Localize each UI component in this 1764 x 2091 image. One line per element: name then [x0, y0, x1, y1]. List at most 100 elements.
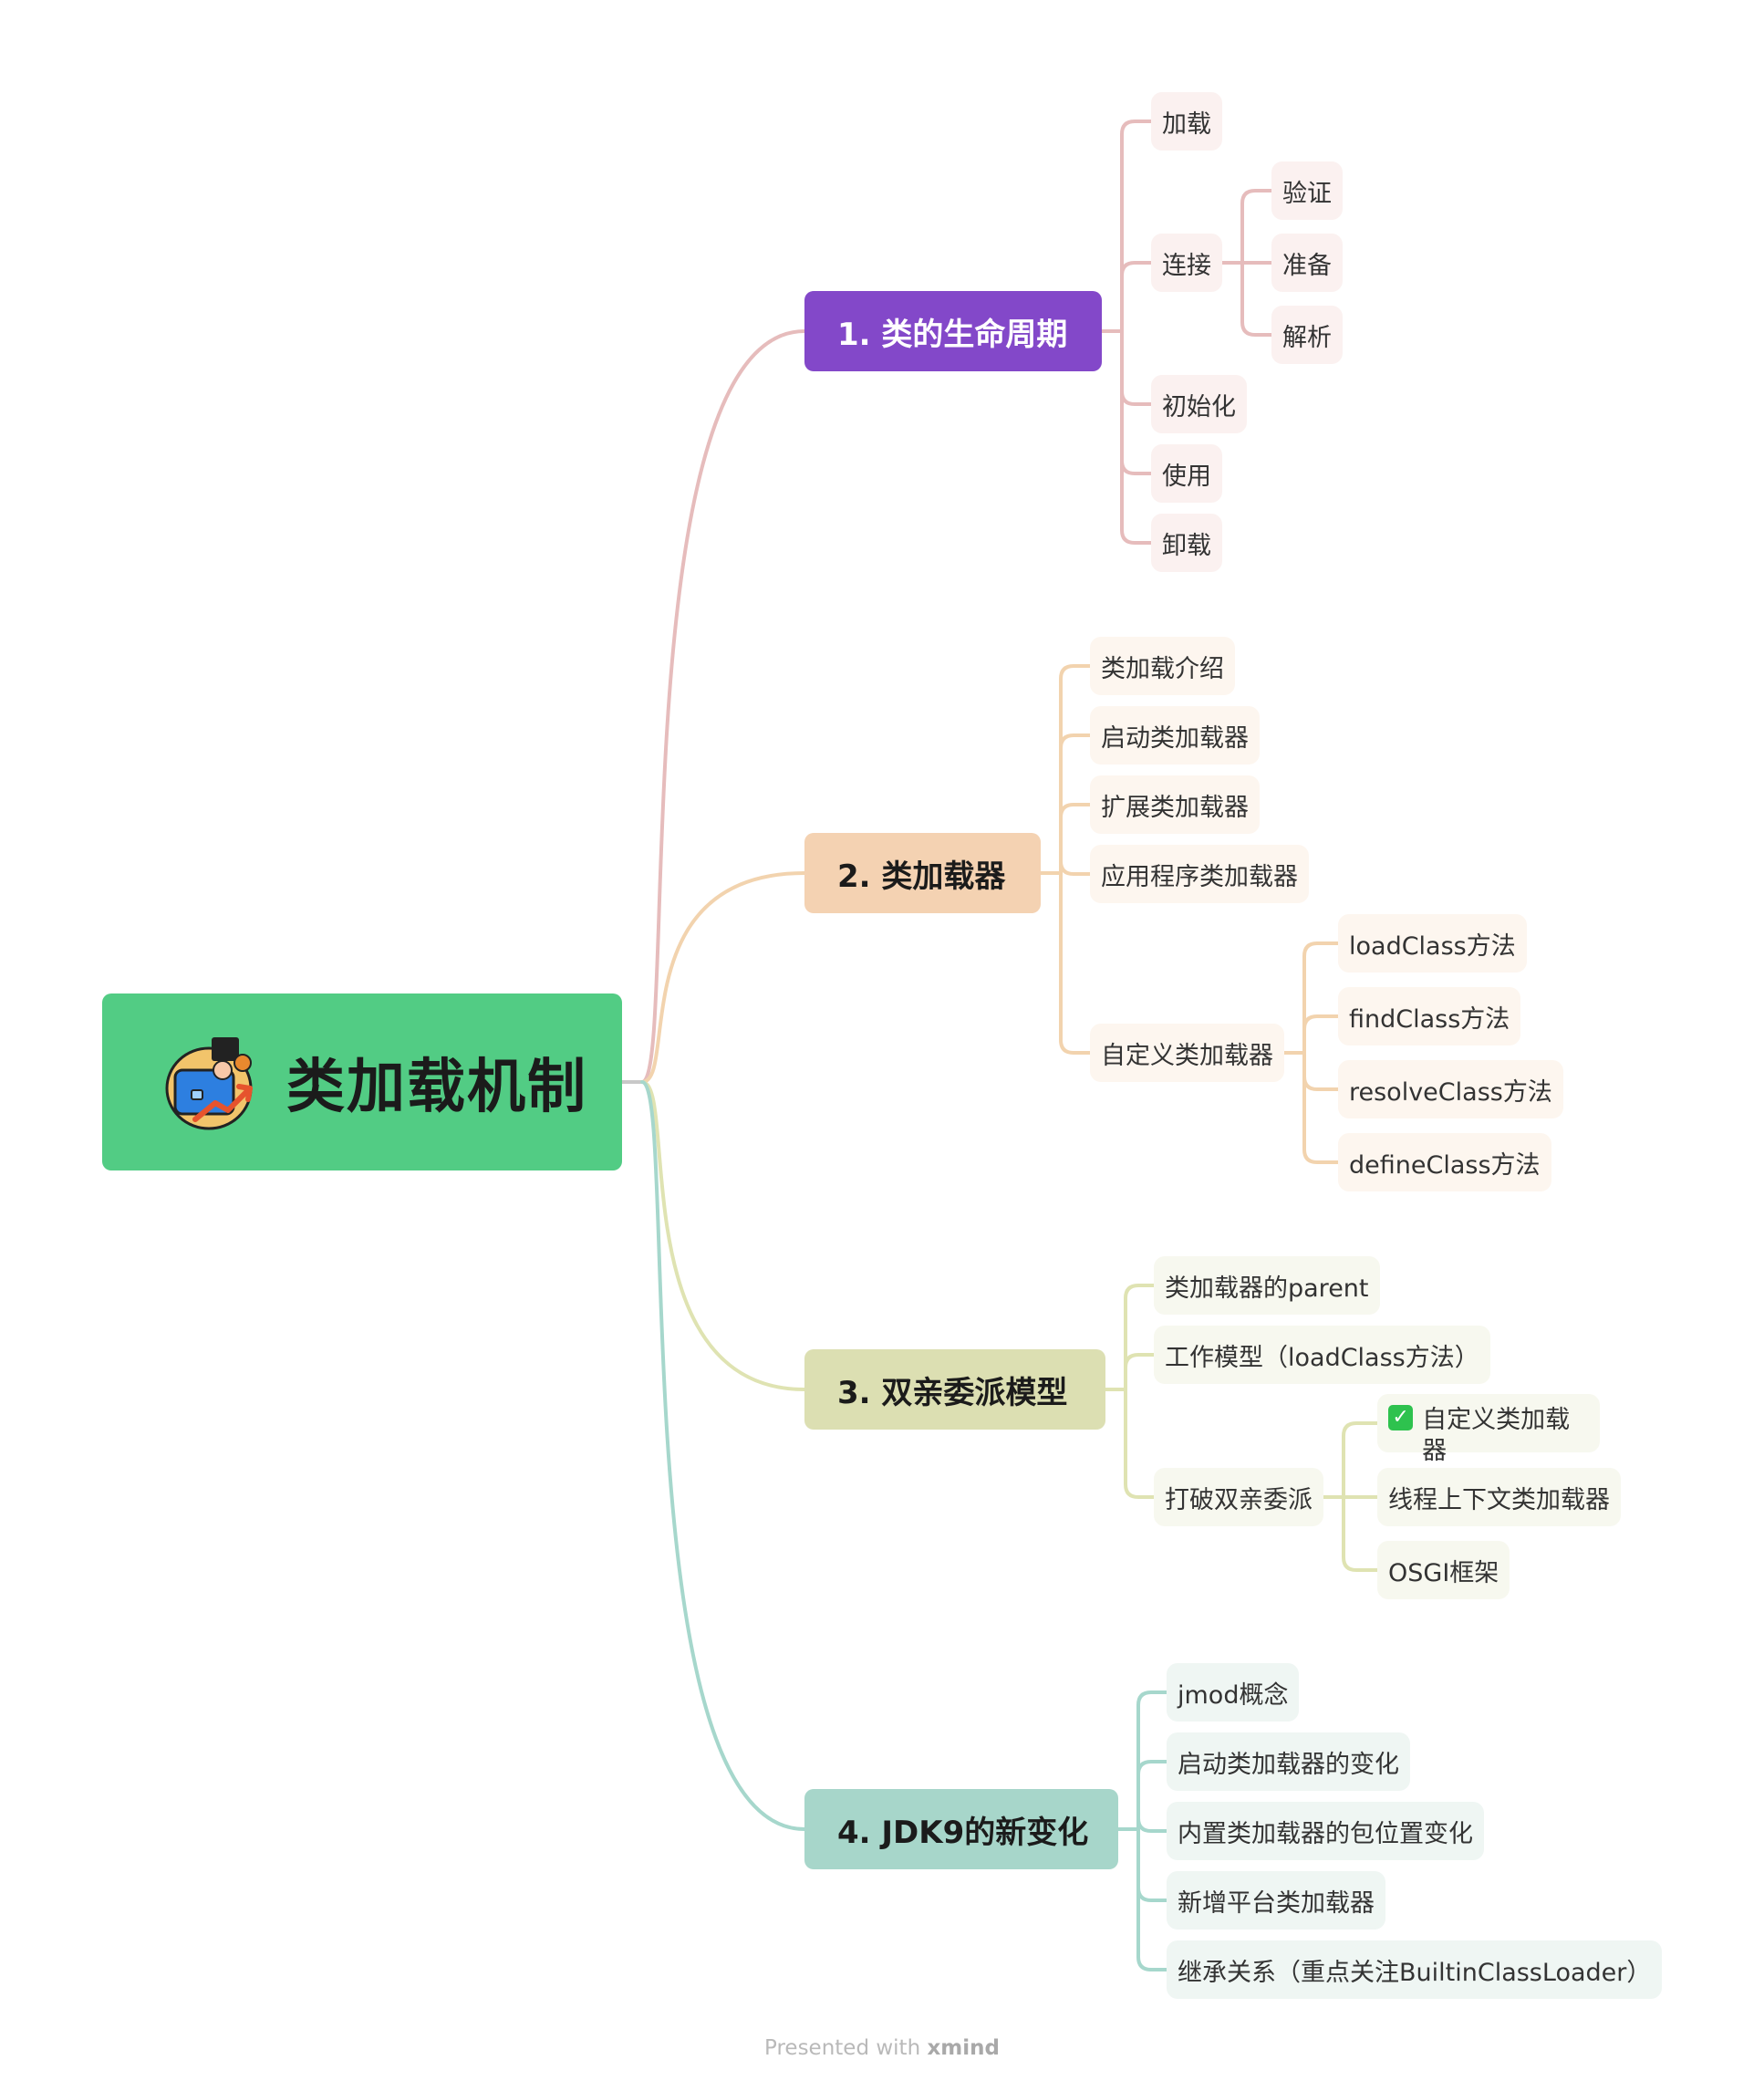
- subtopic-elbow-link: [1302, 1051, 1340, 1091]
- topic-load[interactable]: 加载: [1151, 92, 1222, 151]
- branch-elbow-link: [1059, 860, 1092, 876]
- subtopic-elbow-link: [1342, 1495, 1379, 1572]
- topic-label: 扩展类加载器: [1101, 793, 1249, 822]
- branch-curve: [640, 1080, 806, 1831]
- subtopic-elbow-link: [1240, 189, 1273, 265]
- topic-label: 自定义类加载器: [1101, 1041, 1273, 1070]
- topic-label: 连接: [1162, 251, 1211, 280]
- subtopic-elbow-link: [1240, 261, 1273, 337]
- topic-context-loader[interactable]: 线程上下文类加载器: [1377, 1468, 1621, 1526]
- branch-curve: [640, 871, 806, 1084]
- topic-bootstrap-change[interactable]: 启动类加载器的变化: [1167, 1732, 1410, 1791]
- topic-label: 自定义类加载器: [1422, 1406, 1571, 1465]
- topic-label: 启动类加载器的变化: [1178, 1750, 1399, 1779]
- topic-label: 应用程序类加载器: [1101, 862, 1298, 891]
- topic-jmod[interactable]: jmod概念: [1167, 1663, 1300, 1722]
- topic-label: 继承关系（重点关注BuiltinClassLoader）: [1178, 1958, 1652, 1987]
- topic-label: defineClass方法: [1349, 1150, 1541, 1180]
- branch-elbow-link: [1059, 871, 1092, 1055]
- branch-label: 2. 类加载器: [837, 858, 1006, 895]
- branch-elbow-link: [1124, 1388, 1156, 1499]
- topic-use[interactable]: 使用: [1151, 444, 1222, 503]
- branch-elbow-link: [1059, 664, 1092, 875]
- topic-break-delegation[interactable]: 打破双亲委派: [1154, 1468, 1323, 1526]
- topic-label: jmod概念: [1178, 1680, 1289, 1710]
- topic-osgi[interactable]: OSGI框架: [1377, 1541, 1510, 1599]
- topic-unload[interactable]: 卸载: [1151, 514, 1222, 572]
- topic-package-location-change[interactable]: 内置类加载器的包位置变化: [1167, 1802, 1484, 1860]
- topic-label: 验证: [1282, 179, 1332, 208]
- topic-work-model[interactable]: 工作模型（loadClass方法）: [1154, 1326, 1490, 1384]
- topic-label: 类加载介绍: [1101, 654, 1224, 683]
- branch-elbow-link: [1136, 1690, 1168, 1831]
- branch-jdk9-changes[interactable]: 4. JDK9的新变化: [804, 1789, 1118, 1869]
- topic-label: OSGI框架: [1388, 1558, 1499, 1587]
- topic-label: 加载: [1162, 109, 1211, 139]
- central-topic[interactable]: 类加载机制: [102, 993, 622, 1170]
- topic-label: loadClass方法: [1349, 931, 1516, 961]
- topic-label: 工作模型（loadClass方法）: [1165, 1343, 1479, 1372]
- branch-curve: [640, 329, 806, 1084]
- branch-elbow-link: [1120, 329, 1153, 406]
- topic-label: 新增平台类加载器: [1178, 1888, 1375, 1918]
- branch-elbow-link: [1124, 1284, 1156, 1391]
- branch-class-loaders[interactable]: 2. 类加载器: [804, 833, 1041, 913]
- branch-parent-delegation[interactable]: 3. 双亲委派模型: [804, 1349, 1105, 1430]
- topic-loader-parent[interactable]: 类加载器的parent: [1154, 1256, 1380, 1315]
- topic-resolve[interactable]: 解析: [1271, 306, 1343, 364]
- topic-extension-loader[interactable]: 扩展类加载器: [1090, 775, 1260, 834]
- topic-label: 使用: [1162, 462, 1211, 491]
- topic-custom-loader[interactable]: 自定义类加载器: [1090, 1024, 1284, 1082]
- branch-elbow-link: [1059, 803, 1092, 875]
- topic-findclass[interactable]: findClass方法: [1338, 987, 1521, 1046]
- branch-elbow-link: [1136, 1817, 1168, 1833]
- footer-credit: Presented with xmind: [0, 2036, 1764, 2060]
- branch-elbow-link: [1120, 329, 1153, 545]
- topic-label: resolveClass方法: [1349, 1077, 1552, 1107]
- topic-custom-class-loader[interactable]: ✓ 自定义类加载器: [1377, 1394, 1600, 1465]
- topic-label: 准备: [1282, 251, 1332, 280]
- topic-inheritance[interactable]: 继承关系（重点关注BuiltinClassLoader）: [1167, 1940, 1663, 1999]
- topic-label: 打破双亲委派: [1165, 1485, 1313, 1514]
- central-topic-label: 类加载机制: [286, 1054, 587, 1121]
- topic-label: 解析: [1282, 323, 1332, 352]
- topic-label: 启动类加载器: [1101, 723, 1249, 753]
- topic-label: 初始化: [1162, 392, 1236, 421]
- topic-loader-intro[interactable]: 类加载介绍: [1090, 637, 1235, 695]
- briefcase-growth-icon: [165, 1037, 253, 1130]
- subtopic-elbow-link: [1302, 941, 1340, 1055]
- branch-elbow-link: [1124, 1353, 1156, 1391]
- branch-elbow-link: [1136, 1760, 1168, 1831]
- subtopic-elbow-link: [1302, 1051, 1340, 1164]
- check-icon: ✓: [1388, 1405, 1414, 1430]
- branch-label: 3. 双亲委派模型: [837, 1374, 1068, 1411]
- topic-label: 卸载: [1162, 531, 1211, 560]
- subtopic-elbow-link: [1302, 1014, 1340, 1055]
- xmind-logo: xmind: [927, 2036, 1000, 2060]
- branch-elbow-link: [1136, 1827, 1168, 1902]
- branch-label: 1. 类的生命周期: [837, 316, 1068, 353]
- topic-verify[interactable]: 验证: [1271, 161, 1343, 220]
- topic-label: 类加载器的parent: [1165, 1274, 1369, 1303]
- topic-initialize[interactable]: 初始化: [1151, 375, 1247, 433]
- branch-elbow-link: [1120, 261, 1153, 333]
- branch-curve: [640, 1080, 806, 1391]
- topic-defineclass[interactable]: defineClass方法: [1338, 1133, 1551, 1191]
- topic-bootstrap-loader[interactable]: 启动类加载器: [1090, 706, 1260, 765]
- footer-prefix: Presented with: [764, 2036, 921, 2060]
- topic-resolveclass[interactable]: resolveClass方法: [1338, 1060, 1563, 1118]
- topic-label: 内置类加载器的包位置变化: [1178, 1819, 1473, 1848]
- topic-loadclass[interactable]: loadClass方法: [1338, 914, 1527, 973]
- topic-label: 线程上下文类加载器: [1388, 1485, 1610, 1514]
- subtopic-elbow-link: [1342, 1421, 1379, 1499]
- topic-application-loader[interactable]: 应用程序类加载器: [1090, 845, 1309, 903]
- branch-lifecycle[interactable]: 1. 类的生命周期: [804, 291, 1102, 371]
- branch-label: 4. JDK9的新变化: [837, 1814, 1089, 1851]
- topic-prepare[interactable]: 准备: [1271, 234, 1343, 292]
- topic-link[interactable]: 连接: [1151, 234, 1222, 292]
- topic-platform-loader[interactable]: 新增平台类加载器: [1167, 1871, 1385, 1930]
- branch-elbow-link: [1120, 120, 1153, 333]
- branch-elbow-link: [1136, 1827, 1168, 1971]
- topic-label: findClass方法: [1349, 1004, 1510, 1034]
